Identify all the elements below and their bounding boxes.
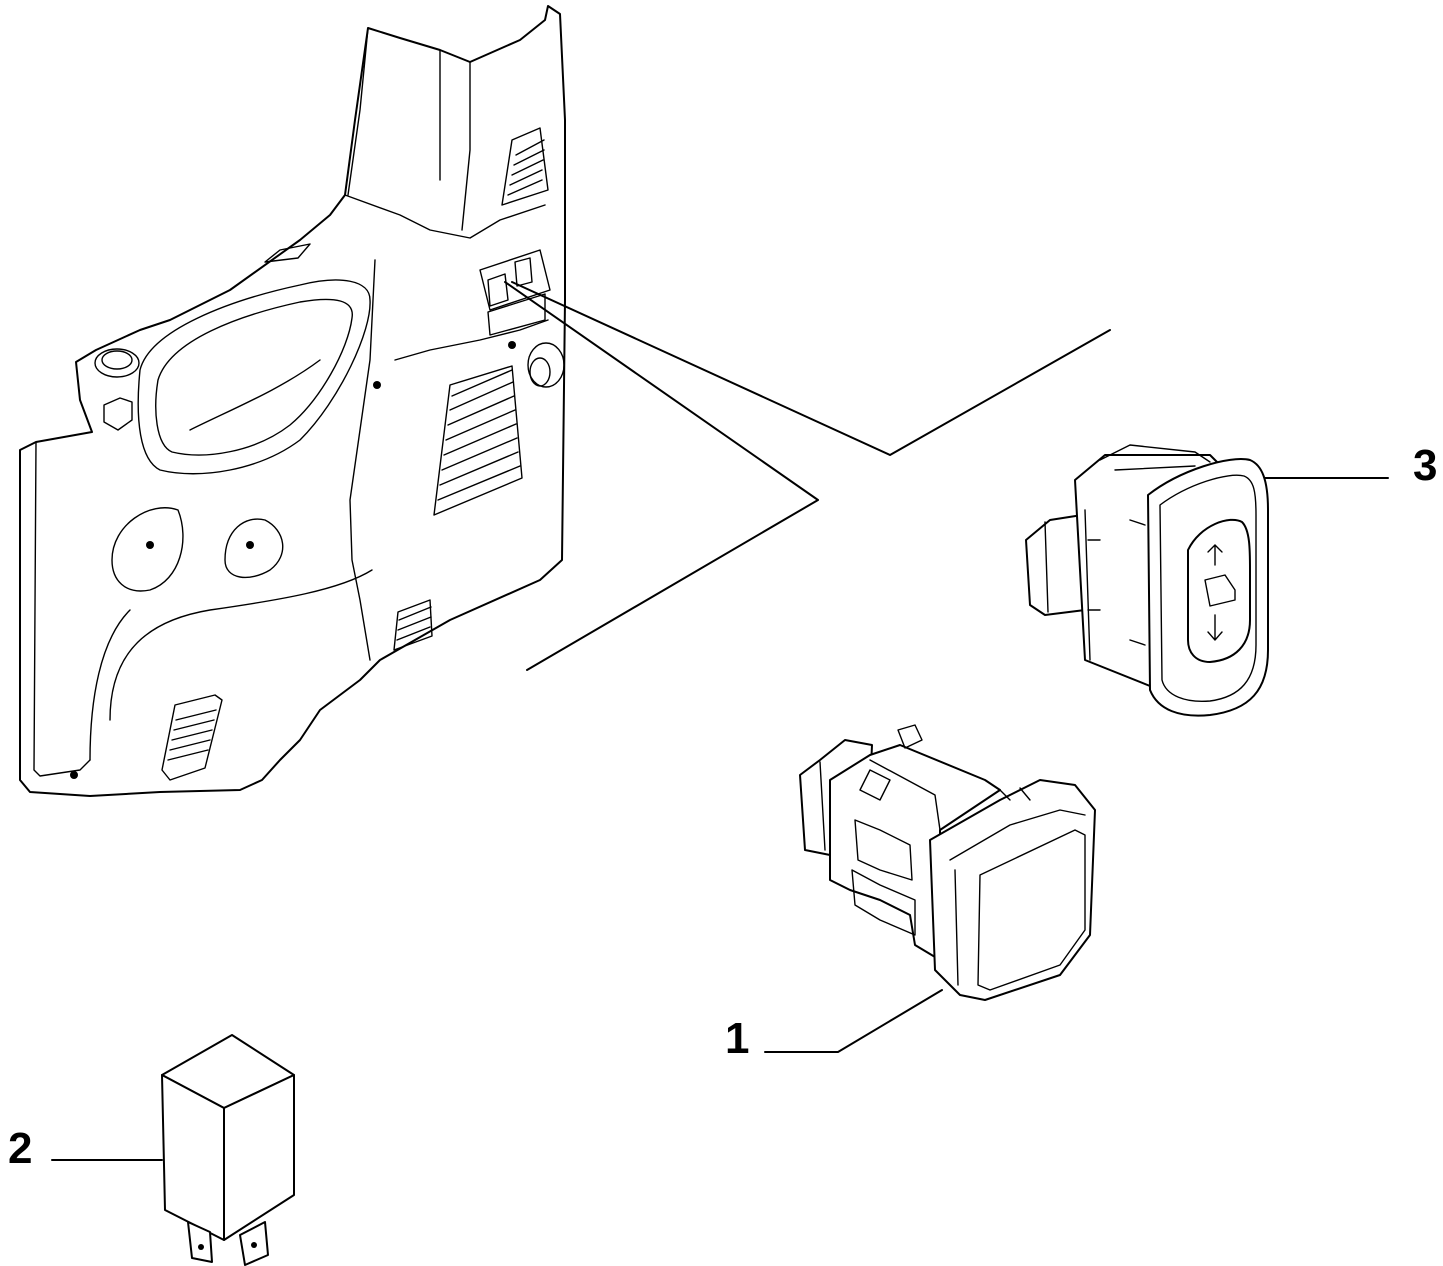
callout-number-1: 1 (725, 1014, 750, 1063)
leader-lines (504, 281, 1111, 671)
callout-number-3: 3 (1413, 441, 1438, 490)
window-switch (1025, 444, 1269, 717)
callout-number-2: 2 (8, 1124, 33, 1173)
leader-1 (764, 989, 943, 1053)
push-switch (799, 724, 1096, 1001)
side-trim-panel (19, 5, 566, 797)
relay (161, 1034, 295, 1266)
